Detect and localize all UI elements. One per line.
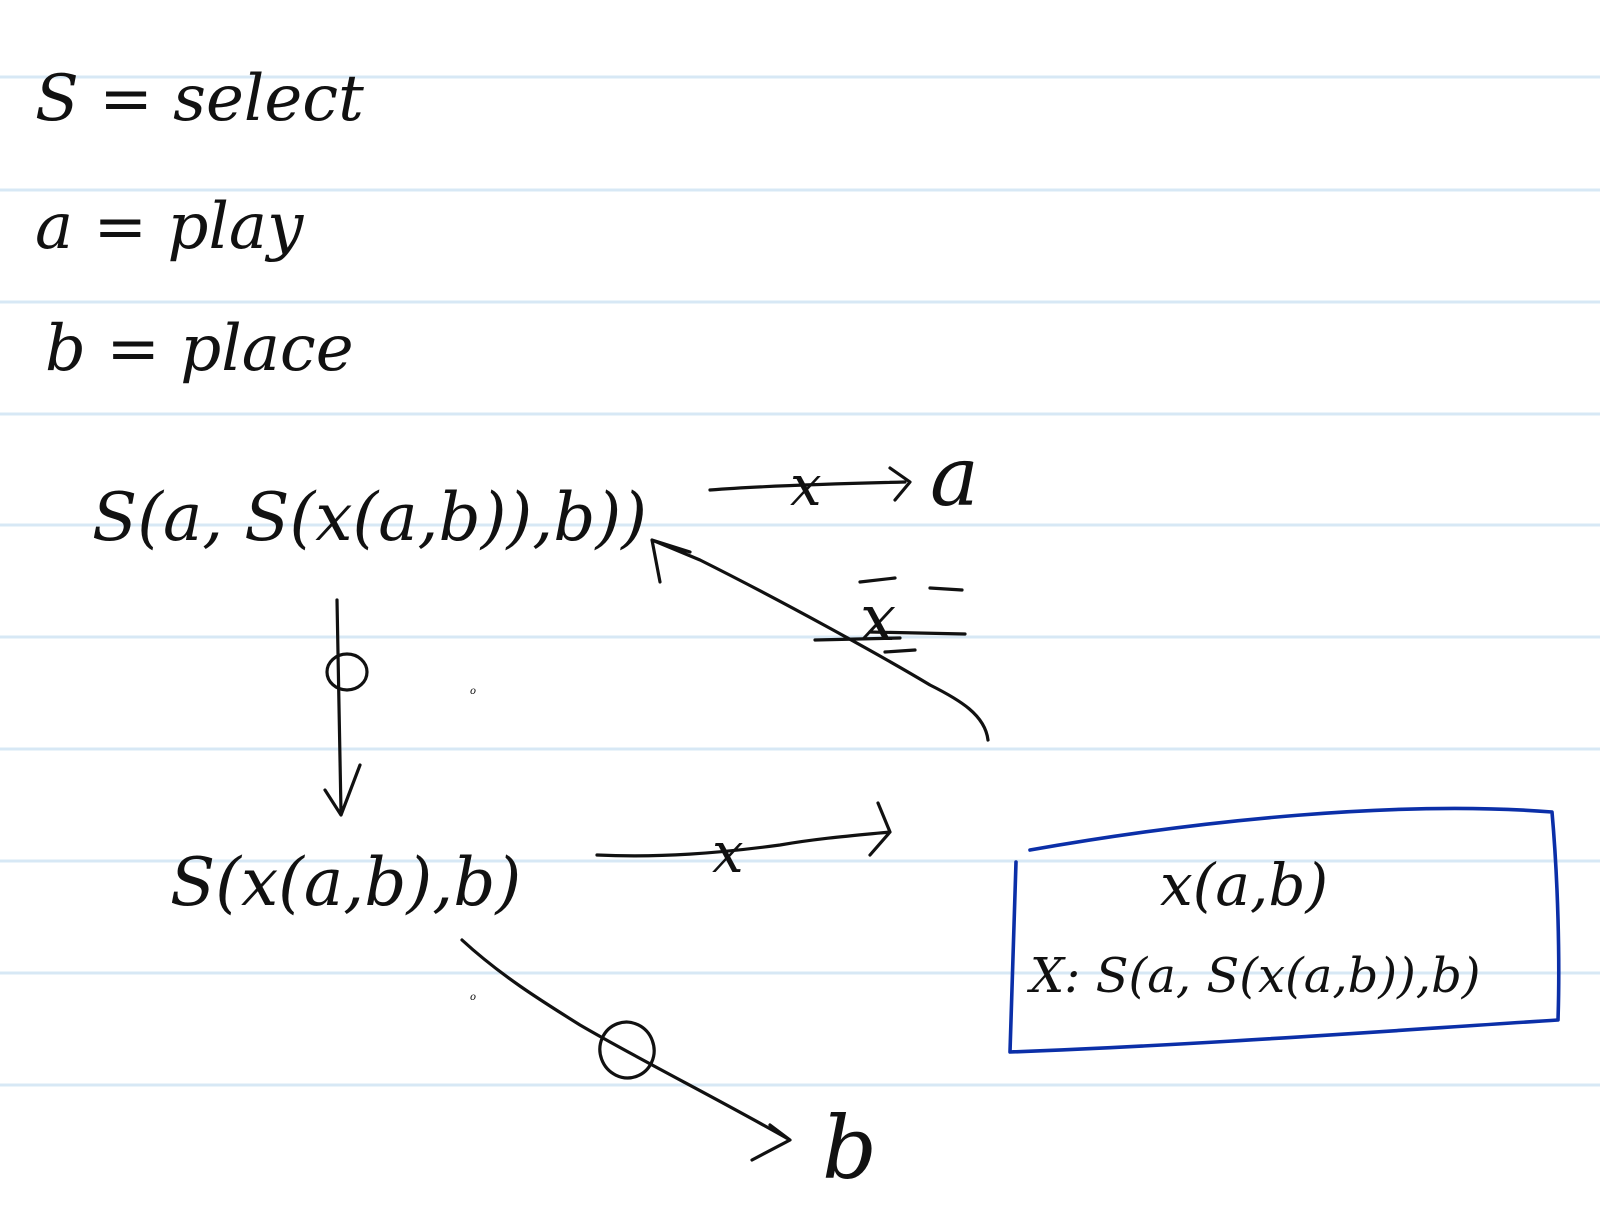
legend-b-place: b = place xyxy=(45,312,354,386)
top-arrow-x-mark: x xyxy=(790,454,822,519)
middle-arrow-x-mark: x xyxy=(712,821,744,886)
middle-right-arrow xyxy=(595,801,892,858)
bottom-arrow xyxy=(460,938,792,1162)
box-line-2: X: S(a, S(x(a,b)),b) xyxy=(1026,948,1481,1004)
top-right-arrow xyxy=(708,466,912,502)
ruled-lines xyxy=(0,75,1600,1087)
top-expression: S(a, S(x(a,b)),b)) xyxy=(92,479,647,556)
legend-a-play: a = play xyxy=(35,190,304,264)
legend-s-select: S = select xyxy=(35,62,364,136)
definition-box xyxy=(1008,806,1561,1054)
top-target-a: a xyxy=(930,430,979,525)
return-arrow-x-mark: x xyxy=(860,582,896,656)
middle-expression: S(x(a,b),b) xyxy=(170,844,521,921)
bottom-target-b: b xyxy=(822,1099,877,1199)
box-line-1: x(a,b) xyxy=(1160,851,1328,919)
bottom-arrow-o-mark xyxy=(598,1020,656,1080)
down-arrow-o-mark xyxy=(325,652,369,692)
cross-dashes xyxy=(813,576,967,654)
down-arrow-mark-text: o xyxy=(470,686,476,697)
bottom-arrow-mark-text: o xyxy=(470,992,476,1003)
return-arrow xyxy=(650,538,990,742)
down-arrow xyxy=(323,598,362,817)
